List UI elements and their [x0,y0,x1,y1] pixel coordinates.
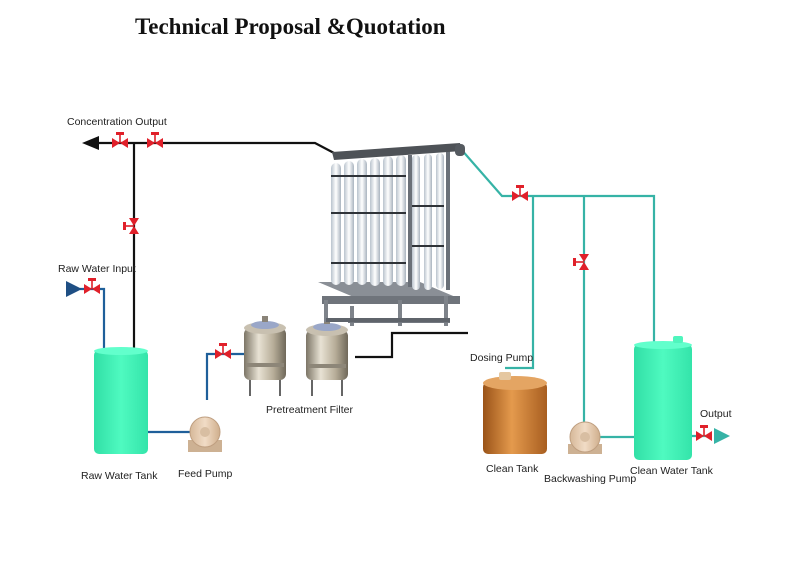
concentration-output-label: Concentration Output [67,116,167,128]
valve-icon [123,218,139,234]
clean-tank [483,372,547,454]
output-arrow-icon [714,428,730,444]
clean-water-tank [634,336,692,460]
feed-pump [188,416,222,452]
page-title: Technical Proposal &Quotation [135,14,446,39]
valve-icon [84,278,100,294]
backwashing-pump [568,421,602,454]
concentrate-pipe [96,141,468,359]
valve-icon [147,132,163,148]
dosing-pump-label: Dosing Pump [470,352,533,364]
valve-icon [215,343,231,359]
valve-icon [573,254,589,270]
clean-tank-label: Clean Tank [486,463,539,475]
pretreatment-filter [244,316,286,396]
raw-water-tank [94,347,148,454]
pretreatment-filter [306,318,348,396]
pretreatment-filter-label: Pretreatment Filter [266,404,353,416]
raw-water-input-arrow-icon [66,281,82,297]
uf-membrane-skid [318,143,465,326]
valve-icon [112,132,128,148]
raw-water-input-label: Raw Water Input [58,263,136,275]
feed-pump-label: Feed Pump [178,468,232,480]
output-label: Output [700,408,732,420]
valve-icon [696,425,712,441]
valve-icon [512,185,528,201]
concentration-output-arrow-icon [82,136,99,150]
raw-water-tank-label: Raw Water Tank [81,470,158,482]
backwashing-pump-label: Backwashing Pump [544,473,636,485]
clean-water-tank-label: Clean Water Tank [630,465,714,477]
